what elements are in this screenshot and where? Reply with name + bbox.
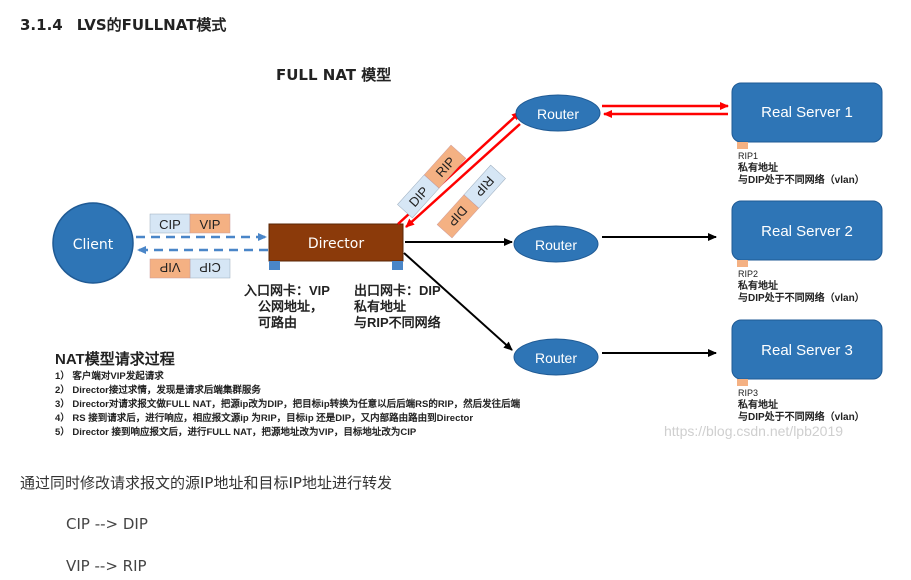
- process-step-5: 5） Director 接到响应报文后，进行FULL NAT，把源地址改为VIP…: [55, 426, 417, 438]
- section-title: LVS的FULLNAT模式: [76, 16, 227, 34]
- nic-in-line-3: 可路由: [258, 315, 297, 330]
- real-server-3: [731, 319, 883, 380]
- real-server-2-label: Real Server 2: [761, 223, 853, 240]
- server-3-note-2: 与DIP处于不同网络（vlan）: [738, 410, 865, 423]
- director-node: [268, 223, 404, 262]
- server-1-rip: RIP1: [738, 151, 758, 161]
- server-1-note-1: 私有地址: [737, 161, 778, 174]
- nic-out-line-2: 私有地址: [354, 299, 406, 314]
- process-step-4: 4） RS 接到请求后，进行响应，相应报文源ip 为RIP，目标ip 还是DIP…: [55, 412, 473, 424]
- server-2-note-1: 私有地址: [737, 279, 778, 292]
- router1-to-director-arrow: [405, 123, 521, 228]
- packet-in-src: CIP: [159, 217, 181, 232]
- nic-in-line-2: 公网地址，: [258, 299, 323, 314]
- process-step-3: 3） Director对请求报文做FULL NAT，把源ip改为DIP，把目标i…: [55, 398, 521, 410]
- mapping-line-vip-rip: VIP --> RIP: [66, 557, 147, 575]
- packet-out-src: CIP: [199, 260, 221, 275]
- director-to-router3-arrow: [403, 252, 513, 351]
- nic-out-line-3: 与RIP不同网络: [354, 315, 441, 330]
- nic-in-port: [269, 261, 280, 270]
- server-3-note-1: 私有地址: [737, 398, 778, 411]
- real-server-1: [731, 82, 883, 143]
- packet-in-dst: VIP: [200, 217, 221, 232]
- server-2-rip: RIP2: [738, 269, 758, 279]
- nic-out-port: [392, 261, 403, 270]
- description-paragraph: 通过同时修改请求报文的源IP地址和目标IP地址进行转发: [20, 474, 392, 492]
- director-label: Director: [308, 236, 364, 252]
- diagram-title: FULL NAT 模型: [276, 66, 391, 84]
- server-1-note-2: 与DIP处于不同网络（vlan）: [738, 173, 865, 186]
- client-node: [52, 202, 134, 284]
- real-server-3-label: Real Server 3: [761, 342, 853, 359]
- process-step-1: 1） 客户端对VIP发起请求: [55, 370, 164, 382]
- nic-in-line-1: 入口网卡：VIP: [244, 283, 330, 298]
- router-2: [513, 225, 599, 263]
- real-server-1-label: Real Server 1: [761, 104, 853, 121]
- process-title: NAT模型请求过程: [55, 350, 175, 368]
- server-2-note-2: 与DIP处于不同网络（vlan）: [738, 291, 865, 304]
- client-label: Client: [73, 237, 114, 253]
- router-3: [513, 338, 599, 376]
- real-server-2: [731, 200, 883, 261]
- router-3-label: Router: [535, 350, 577, 366]
- router-1: [515, 94, 601, 132]
- process-step-2: 2） Director接过求情，发现是请求后端集群服务: [55, 384, 261, 396]
- section-number: 3.1.4: [20, 16, 63, 34]
- mapping-line-cip-dip: CIP --> DIP: [66, 515, 148, 533]
- watermark: https://blog.csdn.net/lpb2019: [664, 423, 844, 439]
- router-1-label: Router: [537, 106, 579, 122]
- packet-out-dst: VIP: [160, 260, 181, 275]
- nic-out-line-1: 出口网卡：DIP: [354, 283, 441, 298]
- router-2-label: Router: [535, 237, 577, 253]
- section-heading: 3.1.4 LVS的FULLNAT模式: [20, 14, 226, 35]
- fullnat-diagram: FULL NAT 模型 Client CIP VIP CIP VIP Direc…: [0, 50, 911, 460]
- server-3-rip: RIP3: [738, 388, 758, 398]
